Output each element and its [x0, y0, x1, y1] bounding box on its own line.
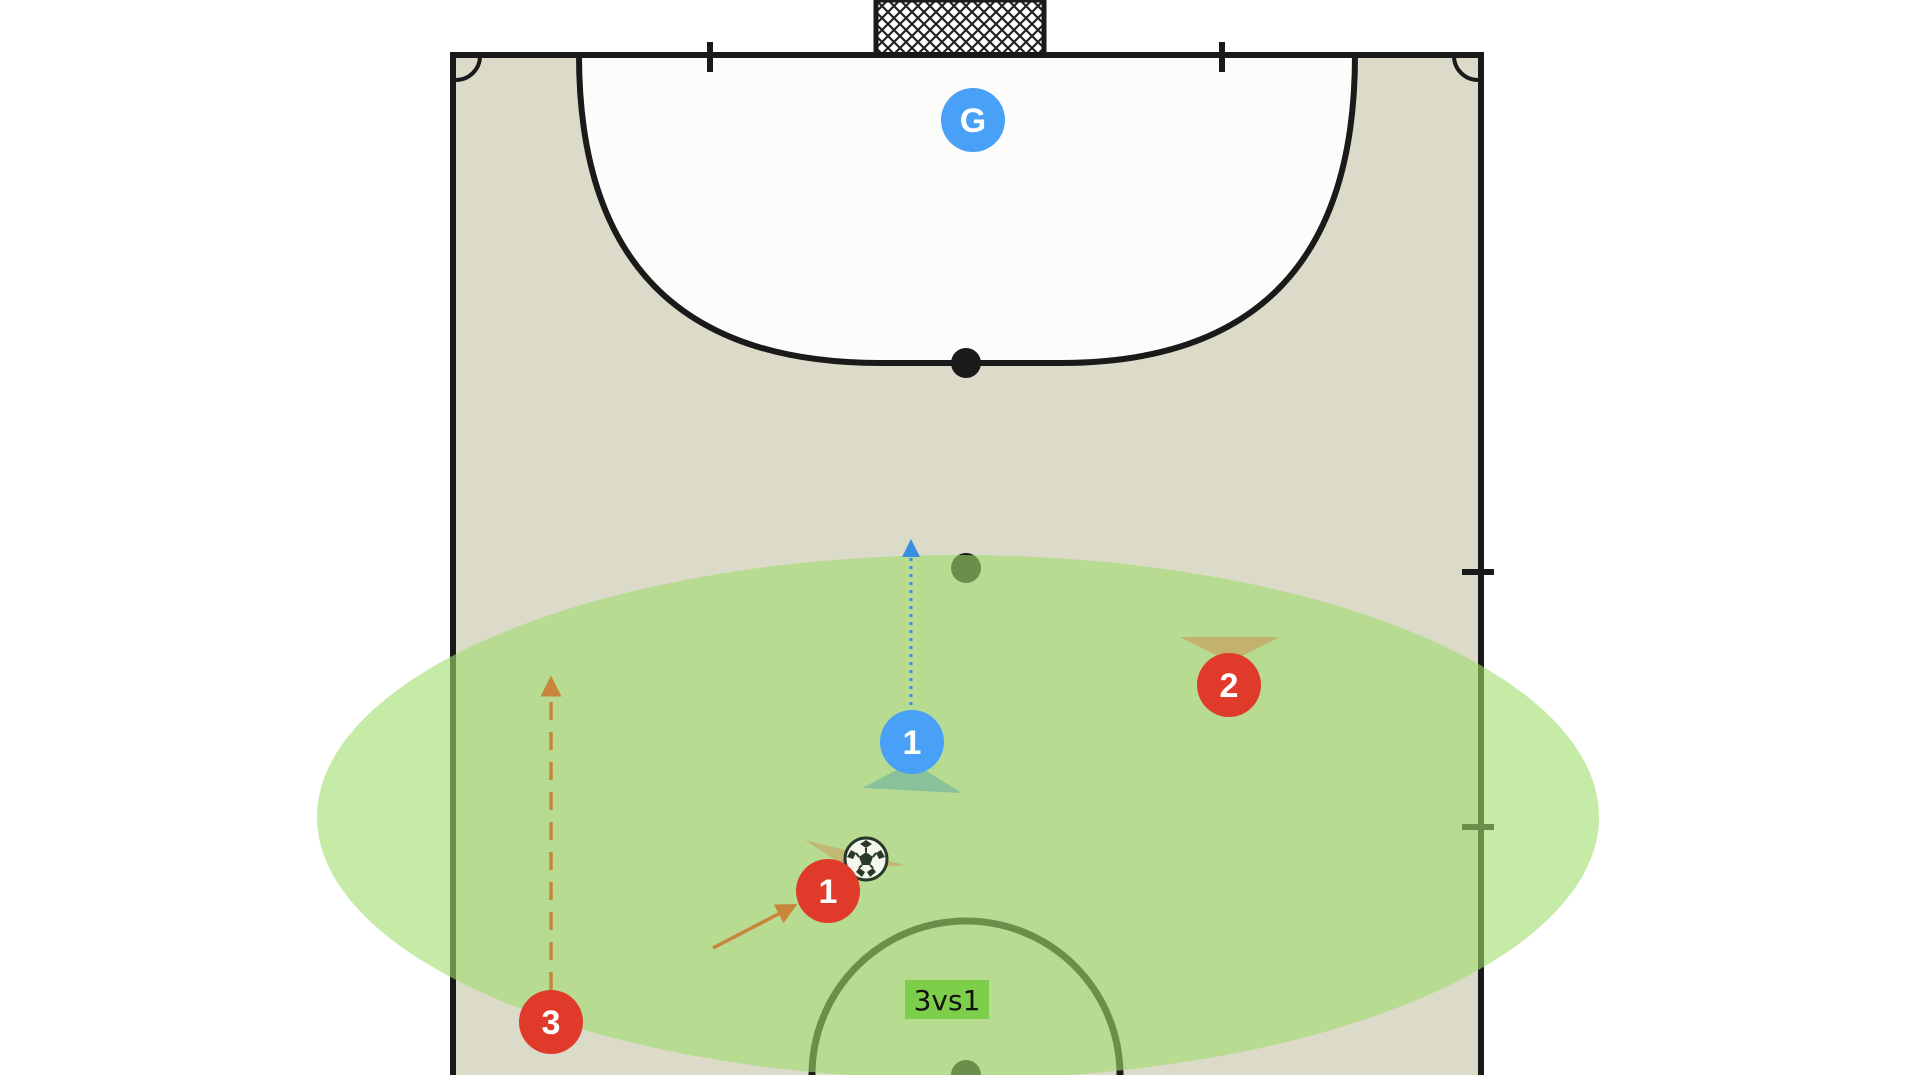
- attacker-1-move-arrow: [712, 904, 798, 950]
- player-goalkeeper[interactable]: G: [941, 88, 1005, 152]
- goal-net: [873, 0, 1047, 58]
- player-attacker-2-label: 2: [1220, 667, 1239, 705]
- penalty-area: [575, 52, 1359, 366]
- zone-label-text: 3vs1: [914, 984, 981, 1017]
- player-attacker-1[interactable]: 1: [796, 859, 860, 923]
- player-attacker-2[interactable]: 2: [1197, 653, 1261, 717]
- player-defender-1-label: 1: [903, 724, 922, 762]
- soccer-ball-icon[interactable]: [843, 836, 889, 882]
- player-goalkeeper-label: G: [960, 102, 986, 140]
- player-defender-1[interactable]: 1: [880, 710, 944, 774]
- player-attacker-3[interactable]: 3: [519, 990, 583, 1054]
- drill-zone: [317, 555, 1599, 1075]
- corner-arc-left: [455, 55, 482, 82]
- vision-cone-defender-1: [862, 762, 962, 793]
- penalty-spot: [951, 348, 981, 378]
- corner-arc-right: [1452, 55, 1479, 82]
- vision-cone-attacker-2: [1180, 637, 1280, 662]
- zone-label-badge: 3vs1: [905, 980, 989, 1019]
- player-attacker-3-label: 3: [542, 1004, 561, 1042]
- player-attacker-1-label: 1: [819, 873, 838, 911]
